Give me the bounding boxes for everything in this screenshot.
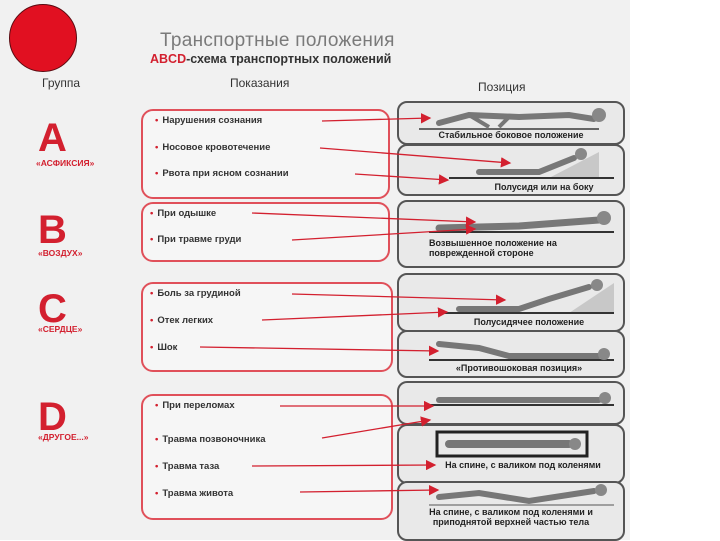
group-label-c: «СЕРДЦЕ» bbox=[38, 324, 83, 334]
position-box-half-sitting: Полусидячее положение bbox=[397, 273, 625, 332]
group-label-a: «АСФИКСИЯ» bbox=[36, 158, 95, 168]
indication-item: •Травма живота bbox=[155, 488, 234, 499]
spine-board-figure-icon bbox=[435, 430, 589, 458]
indication-item: •Носовое кровотечение bbox=[155, 142, 271, 153]
indication-item: •При переломах bbox=[155, 400, 235, 411]
group-label-d: «ДРУГОЕ...» bbox=[38, 432, 89, 442]
group-letter-c: C bbox=[38, 287, 67, 331]
indication-item: •Отек легких bbox=[150, 315, 214, 326]
position-box-back-raised-torso: На спине, с валиком под коленями и припо… bbox=[397, 481, 625, 541]
red-circle-marker bbox=[9, 4, 77, 72]
subtitle-accent: ABCD bbox=[150, 52, 187, 66]
raised-torso-figure-icon bbox=[429, 484, 614, 506]
slide-sheet: Транспортные положения ABCD-схема трансп… bbox=[0, 0, 630, 541]
position-box-semi-sitting: Полусидя или на боку bbox=[397, 144, 625, 196]
group-letter-b: B bbox=[38, 208, 67, 252]
position-box-elevated-injured-side: Возвышенное положение на поврежденной ст… bbox=[397, 200, 625, 268]
page-title: Транспортные положения bbox=[160, 30, 395, 51]
indications-box-a bbox=[141, 109, 390, 199]
indication-item: •Шок bbox=[150, 342, 178, 353]
indication-item: •Травма позвоночника bbox=[155, 434, 266, 445]
indication-item: •При травме груди bbox=[150, 234, 242, 245]
page-subtitle: ABCD-схема транспортных положений bbox=[150, 52, 391, 66]
group-label-b: «ВОЗДУХ» bbox=[38, 248, 83, 258]
indication-item: •Травма таза bbox=[155, 461, 220, 472]
header-indications: Показания bbox=[230, 76, 290, 90]
indications-box-c bbox=[141, 282, 393, 372]
group-letter-d: D bbox=[38, 395, 67, 439]
position-box-flat-back bbox=[397, 381, 625, 425]
supine-figure-icon bbox=[429, 392, 614, 406]
indication-item: •При одышке bbox=[150, 208, 217, 219]
recovery-position-figure-icon bbox=[419, 108, 606, 130]
subtitle-text: -схема транспортных положений bbox=[186, 52, 392, 66]
half-sitting-figure-icon bbox=[439, 279, 614, 314]
position-box-back-knee-roll: На спине, с валиком под коленями bbox=[397, 424, 625, 484]
header-group: Группа bbox=[42, 76, 81, 90]
anti-shock-figure-icon bbox=[429, 341, 614, 361]
semi-sitting-figure-icon bbox=[449, 148, 614, 179]
indication-item: •Боль за грудиной bbox=[150, 288, 241, 299]
indications-box-b bbox=[141, 202, 390, 262]
indication-item: •Рвота при ясном сознании bbox=[155, 168, 289, 179]
indication-item: •Нарушения сознания bbox=[155, 115, 263, 126]
position-box-stable-side: Стабильное боковое положение bbox=[397, 101, 625, 145]
indications-box-d bbox=[141, 394, 393, 520]
connector-arrows bbox=[199, 113, 512, 496]
group-letter-a: A bbox=[38, 116, 67, 160]
header-position: Позиция bbox=[478, 80, 526, 94]
